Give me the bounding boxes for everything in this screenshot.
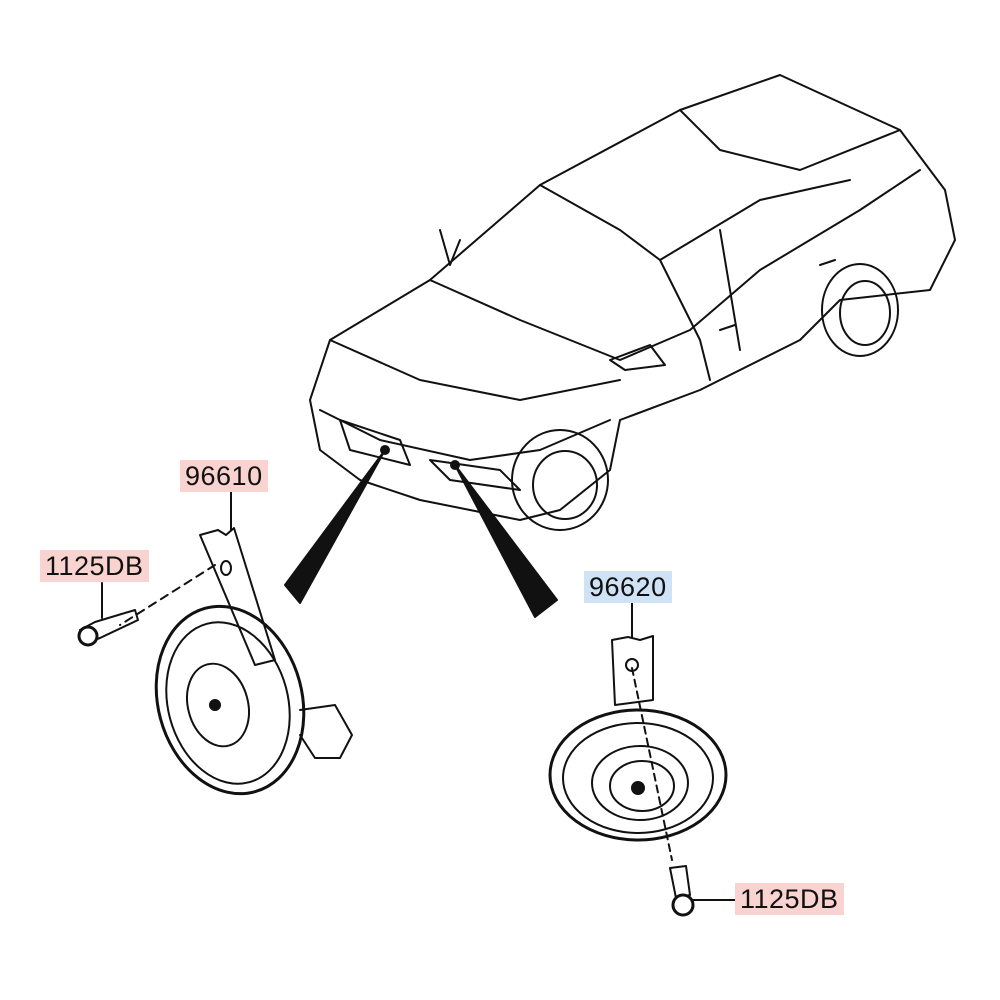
left-horn-illustration — [77, 527, 353, 796]
pointer-right — [454, 464, 558, 618]
callout-1125db-right[interactable]: 1125DB — [735, 883, 844, 915]
car-illustration — [309, 74, 956, 531]
callout-1125db-left[interactable]: 1125DB — [40, 550, 149, 582]
callout-96610[interactable]: 96610 — [180, 460, 268, 492]
pointer-left — [284, 449, 386, 604]
right-horn-illustration — [548, 635, 728, 917]
callout-96620[interactable]: 96620 — [584, 571, 672, 603]
